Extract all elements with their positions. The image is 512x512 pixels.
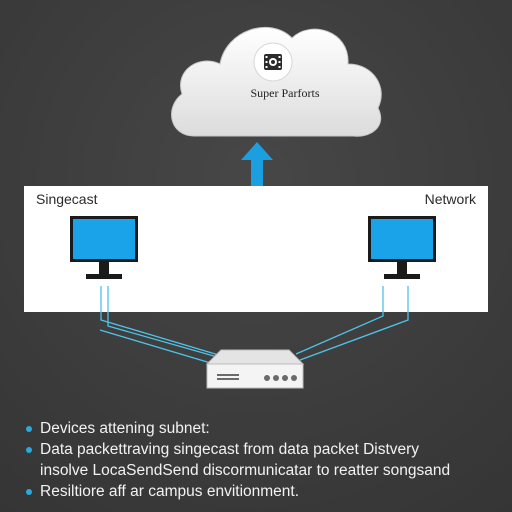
- cloud-service: Super Parforts: [160, 8, 392, 148]
- list-item: Data packettraving singecast from data p…: [22, 439, 502, 460]
- cloud-shape: [171, 27, 382, 137]
- list-item-text: Data packettraving singecast from data p…: [40, 441, 420, 458]
- film-gear-icon: [253, 42, 293, 82]
- list-item-text: insolve LocaSendSend discormunicatar to …: [40, 462, 451, 479]
- singlecast-label: Singecast: [36, 191, 98, 207]
- list-item: Resiltiore aff ar campus envitionment.: [22, 481, 502, 502]
- monitor-icon: [70, 216, 138, 279]
- network-label: Network: [424, 191, 476, 207]
- monitor-icon: [368, 216, 436, 279]
- bullet-dot: [26, 426, 32, 432]
- up-arrow-icon: [241, 142, 273, 186]
- list-item: insolve LocaSendSend discormunicatar to …: [22, 460, 502, 481]
- bullet-list: Devices attening subnet: Data packettrav…: [22, 418, 502, 502]
- list-item-text: Devices attening subnet:: [40, 420, 210, 437]
- network-switch-icon: [205, 349, 305, 389]
- list-item-text: Resiltiore aff ar campus envitionment.: [40, 483, 300, 500]
- network-panel: Singecast Network: [24, 186, 488, 312]
- bullet-dot: [26, 489, 32, 495]
- bullet-dot: [26, 447, 32, 453]
- cloud-label: Super Parforts: [250, 86, 320, 100]
- list-item: Devices attening subnet:: [22, 418, 502, 439]
